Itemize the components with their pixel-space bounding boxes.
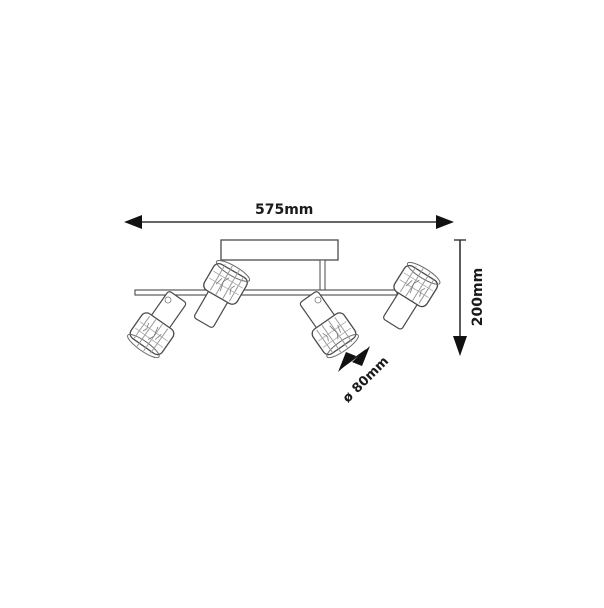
width-label: 575mm xyxy=(255,202,314,218)
ceiling-canopy xyxy=(220,239,339,261)
height-label: 200mm xyxy=(470,267,486,327)
support-post xyxy=(319,259,326,293)
height-dimension-arrow xyxy=(453,239,467,356)
spotlight-4 xyxy=(375,258,444,335)
spotlight-3 xyxy=(291,285,362,362)
joint-3 xyxy=(314,296,322,304)
spotlight-1 xyxy=(124,285,195,362)
joint-1 xyxy=(164,296,172,304)
diameter-dimension-arrow xyxy=(338,346,370,372)
width-dimension-arrow xyxy=(124,215,454,229)
